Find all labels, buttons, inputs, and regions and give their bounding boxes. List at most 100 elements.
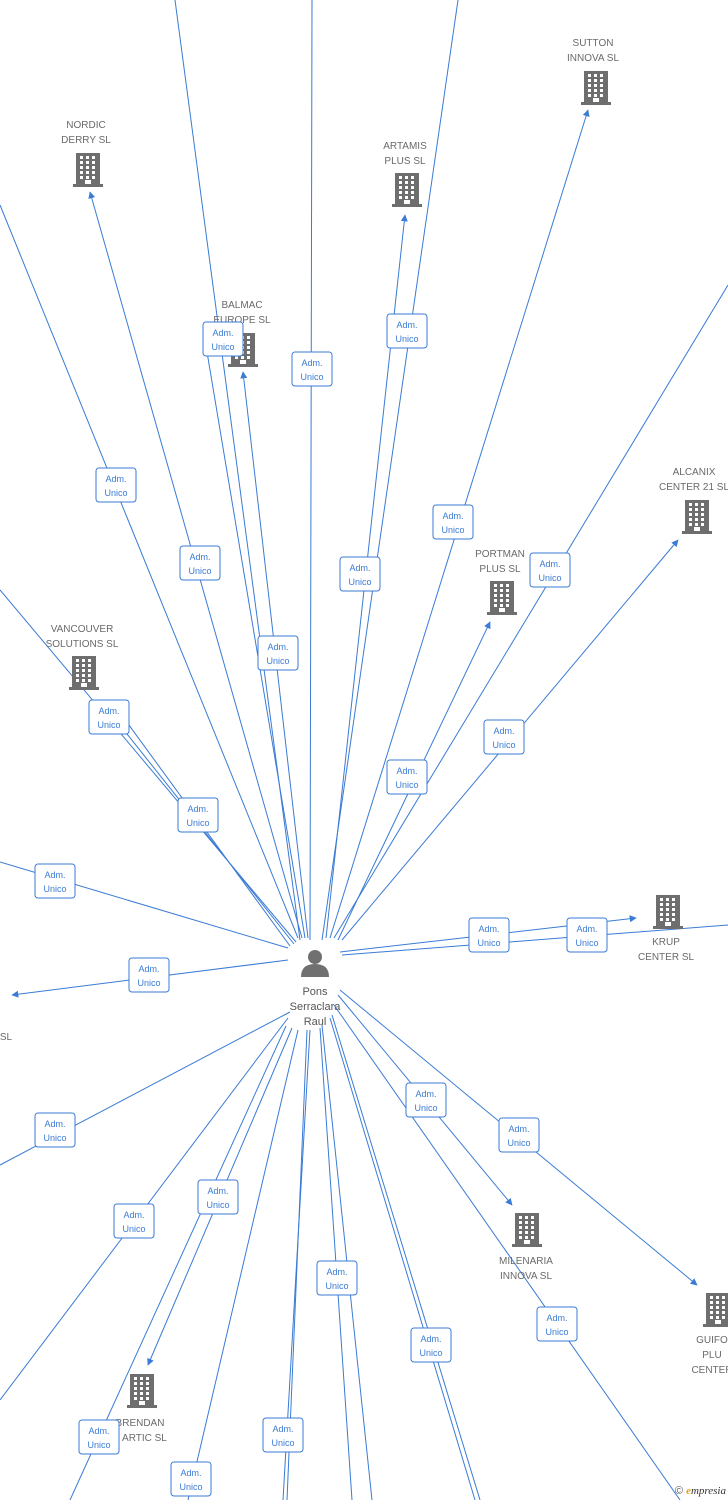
- company-name-line: VANCOUVER: [51, 624, 114, 635]
- relationship-label[interactable]: Adm. Unico: [88, 699, 130, 735]
- relationship-label-text: Unico: [97, 720, 120, 730]
- company-node-guifo[interactable]: GUIFOPLUCENTER: [691, 1293, 728, 1376]
- relationship-label-text: Adm.: [539, 559, 560, 569]
- company-name-line: E ARTIC SL: [113, 1433, 167, 1444]
- building-icon: [682, 500, 712, 534]
- relationship-label-text: Unico: [188, 566, 211, 576]
- relationship-label[interactable]: Adm.Unico: [257, 635, 299, 671]
- relationship-label-text: Adm.: [98, 706, 119, 716]
- relationship-label[interactable]: Adm. Unico: [529, 552, 571, 588]
- company-name-line: DERRY SL: [61, 135, 111, 146]
- building-icon: [73, 153, 103, 187]
- edge-line: [341, 924, 728, 956]
- relationship-label[interactable]: Adm. Unico: [432, 504, 474, 540]
- relationship-label-text: Adm.: [180, 1468, 201, 1478]
- copyright-notice: © empresia: [675, 1485, 726, 1497]
- relationship-label[interactable]: Adm.Unico: [405, 1082, 447, 1118]
- company-name-line: PLUS SL: [384, 156, 426, 167]
- company-name-line: BALMAC: [221, 300, 262, 311]
- relationship-label[interactable]: Adm.Unico: [410, 1327, 452, 1363]
- relationship-label[interactable]: Adm. Unico: [483, 719, 525, 755]
- company-node-artamis[interactable]: ARTAMIS PLUS SL: [383, 141, 427, 207]
- company-name-line: BRENDAN: [116, 1418, 165, 1429]
- edge-line: [187, 1029, 299, 1500]
- relationship-label-text: Adm.: [44, 1119, 65, 1129]
- relationship-label-text: Adm.: [442, 511, 463, 521]
- relationship-label[interactable]: Adm.Unico: [78, 1419, 120, 1455]
- building-icon: [703, 1293, 728, 1327]
- relationship-label[interactable]: Adm.Unico: [262, 1417, 304, 1453]
- relationship-label-text: Adm.: [272, 1424, 293, 1434]
- relationship-label-text: Unico: [137, 978, 160, 988]
- relationship-label-text: Unico: [477, 938, 500, 948]
- company-name-line: KRUP: [652, 937, 680, 948]
- relationship-label[interactable]: Adm.Unico: [498, 1117, 540, 1153]
- relationship-label-text: Unico: [441, 525, 464, 535]
- edge-line: [321, 0, 459, 941]
- company-name-line: SL: [0, 1032, 13, 1043]
- relationship-label-text: Adm.: [138, 964, 159, 974]
- relationship-label-text: Adm.: [207, 1186, 228, 1196]
- relationship-label[interactable]: Adm.Unico: [202, 321, 244, 357]
- relationship-label-text: Unico: [211, 342, 234, 352]
- relationship-label-text: Unico: [419, 1348, 442, 1358]
- relationship-label[interactable]: Adm.Unico: [316, 1260, 358, 1296]
- company-node-nordic[interactable]: NORDIC DERRY SL: [61, 120, 111, 187]
- edge-line: [333, 284, 728, 939]
- relationship-label-text: Adm.: [44, 870, 65, 880]
- company-name-line: ALCANIX: [673, 467, 716, 478]
- relationship-label[interactable]: Adm.Unico: [536, 1306, 578, 1342]
- relationship-label[interactable]: Adm.Unico: [339, 556, 381, 592]
- edge-line: [0, 204, 299, 939]
- relationship-label[interactable]: Adm.Unico: [386, 759, 428, 795]
- relationship-label[interactable]: Adm.Unico: [468, 917, 510, 953]
- relationship-label-text: Unico: [186, 818, 209, 828]
- relationship-label[interactable]: Adm.Unico: [291, 351, 333, 387]
- relationship-label-text: Unico: [43, 884, 66, 894]
- company-name-line: EUROPE SL: [213, 315, 271, 326]
- relationship-label-text: Adm.: [576, 924, 597, 934]
- company-node-brendan[interactable]: BRENDAN E ARTIC SL: [113, 1374, 167, 1444]
- relationship-label-text: Adm.: [187, 804, 208, 814]
- relationship-label[interactable]: Adm.Unico: [113, 1203, 155, 1239]
- company-name-line: SUTTON: [573, 38, 614, 49]
- relationship-label-text: Adm.: [493, 726, 514, 736]
- relationship-label[interactable]: Adm.Unico: [197, 1179, 239, 1215]
- nodes-layer: SUTTON INNOVA SL NORDIC DERRY SL ARTAMIS PLUS…: [0, 38, 728, 1444]
- relationship-label[interactable]: Adm. Unico: [34, 863, 76, 899]
- relationship-label-text: Adm.: [508, 1124, 529, 1134]
- relationship-label[interactable]: Adm.Unico: [566, 917, 608, 953]
- relationship-label-text: Unico: [545, 1327, 568, 1337]
- relationship-label[interactable]: Adm. Unico: [177, 797, 219, 833]
- building-icon: [512, 1213, 542, 1247]
- company-node-partial_left[interactable]: SL: [0, 1032, 13, 1043]
- relationship-label-text: Unico: [538, 573, 561, 583]
- relationship-label-text: Adm.: [396, 320, 417, 330]
- company-name-line: NORDIC: [66, 120, 105, 131]
- company-name-line: INNOVA SL: [567, 53, 619, 64]
- relationship-label-text: Adm.: [123, 1210, 144, 1220]
- person-name-line: Pons: [302, 986, 328, 998]
- relationship-label[interactable]: Adm. Unico: [128, 957, 170, 993]
- building-icon: [653, 895, 683, 929]
- relationship-label-text: Adm.: [301, 358, 322, 368]
- company-name-line: CENTER: [691, 1365, 728, 1376]
- relationship-label[interactable]: Adm.Unico: [170, 1461, 212, 1497]
- company-name-line: ARTAMIS: [383, 141, 427, 152]
- relationship-label[interactable]: Adm.Unico: [386, 313, 428, 349]
- relationship-label-text: Unico: [395, 780, 418, 790]
- edge-line: [204, 339, 306, 939]
- company-node-sutton[interactable]: SUTTON INNOVA SL: [567, 38, 619, 105]
- relationship-label[interactable]: Adm.Unico: [179, 545, 221, 581]
- relationship-label-text: Adm.: [105, 474, 126, 484]
- relationship-label-text: Unico: [492, 740, 515, 750]
- relationship-label[interactable]: Adm.Unico: [34, 1112, 76, 1148]
- relationship-label[interactable]: Adm.Unico: [95, 467, 137, 503]
- relationship-label-text: Adm.: [88, 1426, 109, 1436]
